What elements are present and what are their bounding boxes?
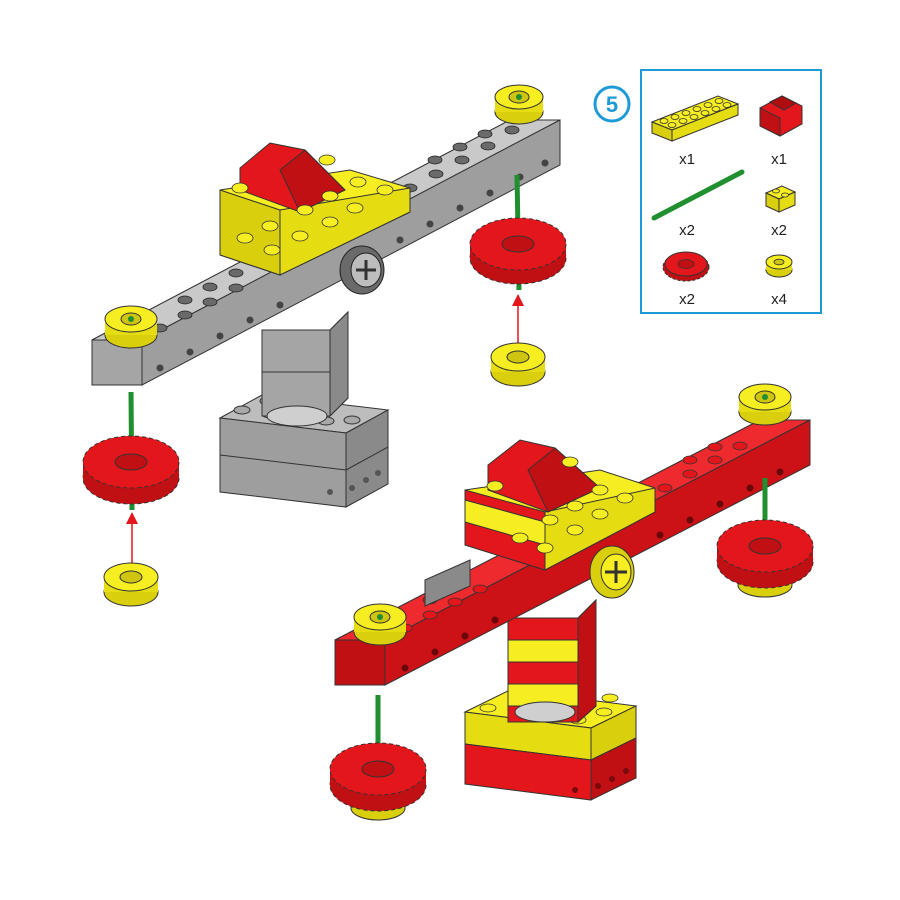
red-gear-icon xyxy=(662,251,710,282)
yellow-bushing-icon xyxy=(765,254,793,278)
yellow-brick-2x6-icon xyxy=(650,95,740,142)
right-bushing-loose xyxy=(490,342,546,387)
gray-model-center-bushing xyxy=(339,245,385,295)
yellow-brick-1x2-icon xyxy=(764,185,797,213)
left-bushing-top xyxy=(104,305,158,349)
model-after xyxy=(329,383,814,821)
left-gear xyxy=(82,435,180,505)
part-qty-red-slope-brick: x1 xyxy=(771,151,787,168)
gray-column xyxy=(261,310,349,427)
green-axle-icon xyxy=(651,169,745,221)
step-number-badge: 5 xyxy=(593,85,631,123)
part-qty-yellow-bushing: x4 xyxy=(771,291,787,308)
gray-model-yellow-top xyxy=(219,142,411,276)
colored-right-gear xyxy=(716,519,814,598)
right-bushing-top xyxy=(494,84,544,125)
colored-model-center-bushing xyxy=(589,545,635,599)
colored-model-top-stack xyxy=(464,439,656,571)
colored-left-gear xyxy=(329,742,427,821)
part-qty-yellow-brick-2x6: x1 xyxy=(679,151,695,168)
colored-right-bushing xyxy=(738,383,792,426)
red-slope-brick-icon xyxy=(759,95,803,137)
part-qty-red-gear: x2 xyxy=(679,291,695,308)
part-qty-green-axle: x2 xyxy=(679,222,695,239)
part-qty-yellow-brick-1x2: x2 xyxy=(771,222,787,239)
step-number: 5 xyxy=(606,92,618,117)
colored-column xyxy=(507,598,597,724)
right-gear xyxy=(469,217,567,285)
parts-list: 5 x1 x1 x2 xyxy=(593,69,822,314)
left-bushing-loose xyxy=(103,562,159,607)
model-before xyxy=(82,84,567,607)
colored-left-bushing xyxy=(353,603,407,646)
